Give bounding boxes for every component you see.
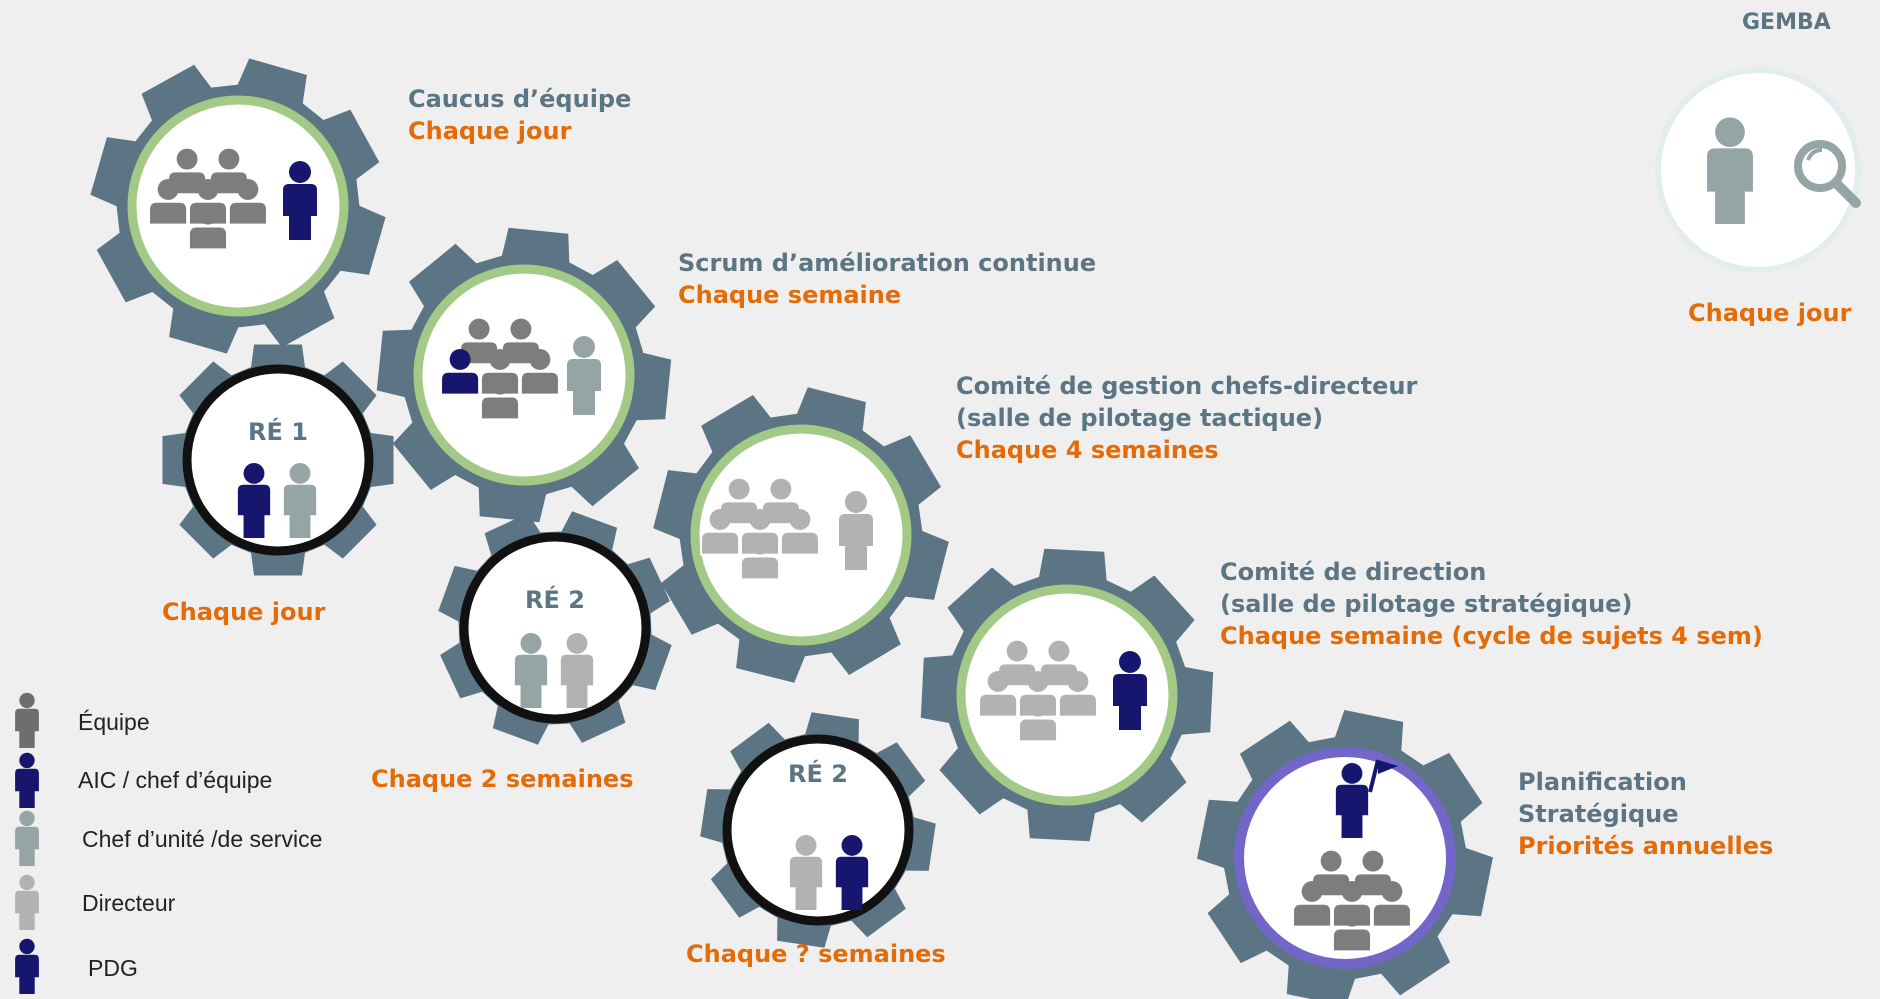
person-icon — [700, 509, 741, 556]
person-icon — [1018, 695, 1058, 743]
meeting-title-line: Caucus d’équipe — [408, 85, 632, 113]
magnifier-icon — [1794, 140, 1861, 208]
meeting-label-strategic: Comité de direction (salle de pilotage s… — [1220, 556, 1763, 652]
meeting-frequency: Chaque semaine (cycle de sujets 4 sem) — [1220, 622, 1763, 650]
person-icon — [1335, 762, 1369, 838]
meeting-title-line: Comité de direction — [1220, 558, 1487, 586]
meeting-frequency: Chaque semaine — [678, 281, 902, 309]
unit-chief-person-icon — [567, 336, 601, 415]
team-group-icon — [1292, 850, 1412, 953]
person-icon — [1292, 881, 1333, 928]
leader-flag-icon — [1335, 759, 1398, 838]
ceo-person-icon — [835, 834, 869, 910]
person-icon — [188, 203, 228, 251]
person-icon — [227, 179, 268, 226]
director-person-icon — [839, 491, 873, 570]
person-icon — [440, 349, 481, 396]
legend-person-icon — [15, 810, 39, 866]
aic-person-icon — [237, 462, 271, 538]
re-label: RÉ 2 — [788, 759, 848, 788]
person-icon — [148, 179, 189, 226]
person-icon — [1332, 905, 1372, 953]
person-icon — [740, 533, 780, 581]
person-icon — [480, 373, 520, 421]
director-person-icon — [789, 834, 823, 910]
unit-chief-person-icon — [514, 632, 548, 708]
legend-label-team: Équipe — [78, 709, 150, 735]
directors-group-icon — [978, 640, 1098, 743]
person-icon — [519, 349, 560, 396]
person-icon — [719, 478, 760, 526]
meeting-label-caucus: Caucus d’équipe Chaque jour — [408, 83, 631, 147]
team-group-icon — [440, 318, 560, 421]
meeting-title-line: Planification — [1518, 768, 1687, 796]
gemba-title: GEMBA — [1742, 10, 1831, 35]
review-frequency-re2b: Chaque ? semaines — [686, 940, 946, 968]
gemba-frequency: Chaque jour — [1688, 299, 1852, 327]
meeting-title-line: (salle de pilotage tactique) — [956, 404, 1324, 432]
review-frequency-re2a: Chaque 2 semaines — [371, 765, 634, 793]
unit-chief-person-icon — [283, 462, 317, 538]
legend-label-ceo: PDG — [88, 955, 138, 981]
meeting-title-line: Stratégique — [1518, 800, 1679, 828]
person-icon — [1018, 671, 1058, 718]
legend-person-icon — [15, 874, 39, 930]
legend-person-icon — [15, 938, 39, 994]
meeting-frequency: Chaque 4 semaines — [956, 436, 1219, 464]
meeting-title-line: Scrum d’amélioration continue — [678, 249, 1097, 277]
re-label: RÉ 2 — [525, 585, 585, 614]
person-icon — [978, 671, 1019, 718]
ceo-person-icon — [1113, 651, 1147, 730]
person-icon — [1057, 671, 1098, 718]
legend-label-aic: AIC / chef d’équipe — [78, 767, 273, 793]
legend-person-icon — [15, 692, 39, 748]
legend-label-unit-chief: Chef d’unité /de service — [82, 826, 323, 852]
person-icon — [1371, 881, 1412, 928]
legend-person-icon — [15, 752, 39, 808]
re-label: RÉ 1 — [248, 417, 308, 446]
meeting-frequency: Priorités annuelles — [1518, 832, 1774, 860]
meeting-frequency: Chaque jour — [408, 117, 572, 145]
aic-person-icon — [283, 161, 317, 240]
gemba-disk — [1655, 67, 1861, 273]
meeting-label-planning: Planification Stratégique Priorités annu… — [1518, 766, 1773, 862]
director-person-icon — [560, 632, 594, 708]
person-icon — [779, 509, 820, 556]
gemba-person-icon — [1707, 117, 1753, 224]
legend-label-director: Directeur — [82, 890, 176, 916]
meeting-label-scrum: Scrum d’amélioration continue Chaque sem… — [678, 247, 1096, 311]
meeting-title-line: (salle de pilotage stratégique) — [1220, 590, 1633, 618]
disk-re2a — [459, 532, 651, 724]
people-layer — [148, 148, 1412, 953]
meeting-label-tactical: Comité de gestion chefs-directeur (salle… — [956, 370, 1417, 466]
review-frequency-re1: Chaque jour — [162, 598, 326, 626]
person-icon — [997, 640, 1038, 688]
meeting-title-line: Comité de gestion chefs-directeur — [956, 372, 1418, 400]
team-group-icon — [148, 148, 268, 251]
disk-re1 — [182, 364, 374, 556]
unit-chiefs-group-icon — [700, 478, 820, 581]
